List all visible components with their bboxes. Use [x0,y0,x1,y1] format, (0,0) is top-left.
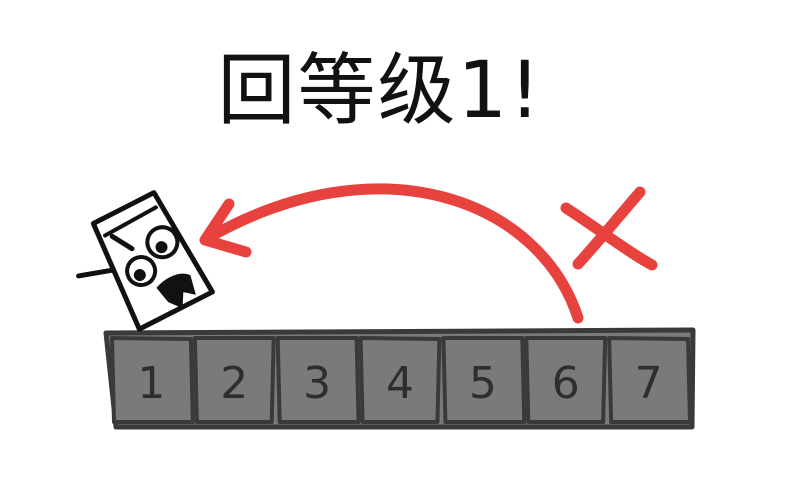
level-tile: 4 [358,336,442,424]
level-number: 4 [386,358,414,409]
level-number: 3 [303,358,331,409]
level-number: 2 [220,358,248,409]
title: 回等级1! [217,46,543,136]
level-number: 5 [469,358,497,409]
level-tile: 6 [524,336,608,424]
level-tile: 5 [441,336,527,424]
level-tile: 1 [110,336,195,424]
confused-cup-character-icon [76,190,215,332]
level-track: 1 2 3 4 5 6 7 [103,327,696,430]
level-tile: 2 [192,336,276,424]
level-number: 6 [552,358,580,409]
level-number: 7 [635,358,663,409]
level-tile: 7 [607,336,692,424]
level-tile: 3 [275,336,361,424]
x-mark-icon [560,186,658,271]
level-tiles: 1 2 3 4 5 6 7 [110,336,692,424]
level-number: 1 [137,358,165,409]
curved-left-arrow-icon [199,183,584,324]
